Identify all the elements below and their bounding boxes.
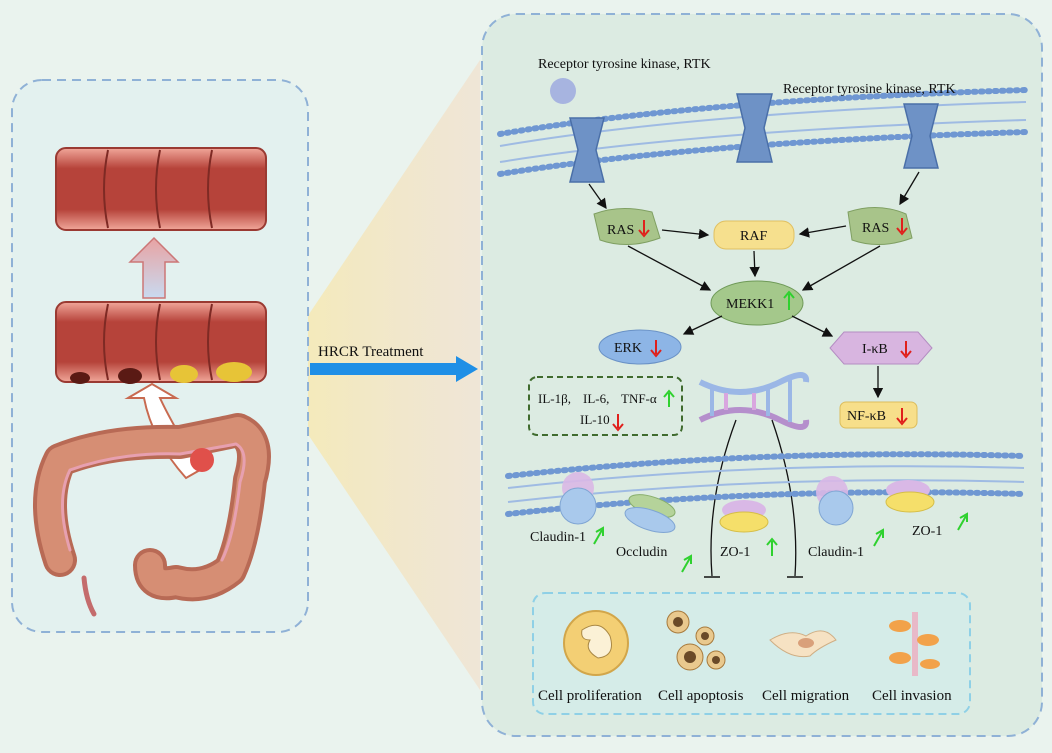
edge-ras-raf-right [798, 225, 847, 238]
zo1-right-icon [885, 480, 935, 513]
outcome-label-migration: Cell migration [762, 688, 850, 704]
erk-label: ERK [614, 341, 642, 356]
receptor-label-left: Receptor tyrosine kinase, RTK [538, 57, 711, 72]
claudin-right-icon [816, 476, 854, 526]
mekk1-node: MEKK1 [710, 280, 804, 326]
ikb-node: I-κB [829, 331, 933, 365]
ras-right-label: RAS [862, 221, 889, 236]
nfkb-node: NF-κB [839, 401, 918, 429]
cytokine-il10: IL-10 [580, 412, 610, 427]
cell-invasion-icon [889, 612, 940, 676]
outcome-label-invasion: Cell invasion [872, 688, 952, 704]
edge-receptor-ras-left [588, 183, 607, 210]
dna-icon [698, 372, 810, 430]
raf-label: RAF [740, 229, 767, 244]
zo1-left-icon [719, 500, 769, 533]
healthy-colon-icon [55, 147, 267, 231]
outcome-label-apoptosis: Cell apoptosis [658, 688, 744, 704]
receptor-icon [903, 103, 939, 169]
ras-left-node: RAS [593, 208, 661, 245]
outcomes-panel [532, 592, 971, 715]
receptor-label-right: Receptor tyrosine kinase, RTK [783, 82, 956, 97]
raf-node: RAF [713, 220, 795, 250]
edge-raf-mekk1 [749, 250, 760, 278]
ikb-label: I-κB [862, 342, 888, 357]
progression-arrow-icon [128, 236, 180, 299]
edge-mekk1-ikb [791, 315, 834, 337]
claudin-right-label: Claudin-1 [808, 545, 864, 560]
zo1-right-label: ZO-1 [912, 524, 942, 539]
cell-apoptosis-icon [666, 610, 726, 671]
edge-mekk1-erk [682, 315, 723, 335]
outcome-label-proliferation: Cell proliferation [538, 688, 642, 704]
treatment-label: HRCR Treatment [318, 344, 424, 360]
cell-membrane-top [497, 87, 1029, 177]
mekk1-label: MEKK1 [726, 297, 774, 312]
diseased-colon-icon [55, 301, 267, 384]
edge-ras-mekk1-right [801, 245, 881, 291]
cytokine-il1b: IL-1β, [538, 391, 571, 406]
claudin-left-icon [559, 472, 597, 525]
edge-ras-raf-left [661, 228, 710, 240]
receptor-icon [736, 93, 773, 163]
large-intestine-icon [33, 413, 271, 617]
inhibit-line-right [771, 419, 797, 577]
zo1-left-label: ZO-1 [720, 545, 750, 560]
edge-receptor-ras-right [899, 171, 920, 206]
occludin-label: Occludin [616, 545, 667, 560]
receptor-icon [569, 117, 605, 183]
cell-proliferation-icon [563, 610, 629, 676]
treatment-arrow [310, 356, 478, 382]
cell-migration-icon [769, 630, 837, 658]
cytokine-box: IL-1β, IL-6, TNF-α IL-10 [528, 376, 683, 436]
ras-right-node: RAS [847, 207, 913, 245]
ligand-icon [550, 78, 576, 104]
occludin-icon [624, 494, 676, 533]
edge-ras-mekk1-left [627, 245, 712, 291]
nfkb-label: NF-κB [847, 409, 886, 424]
ras-left-label: RAS [607, 223, 634, 238]
cytokine-tnfa: TNF-α [621, 391, 657, 406]
erk-node: ERK [598, 329, 682, 365]
cytokine-il6: IL-6, [583, 391, 609, 406]
claudin-left-label: Claudin-1 [530, 530, 586, 545]
